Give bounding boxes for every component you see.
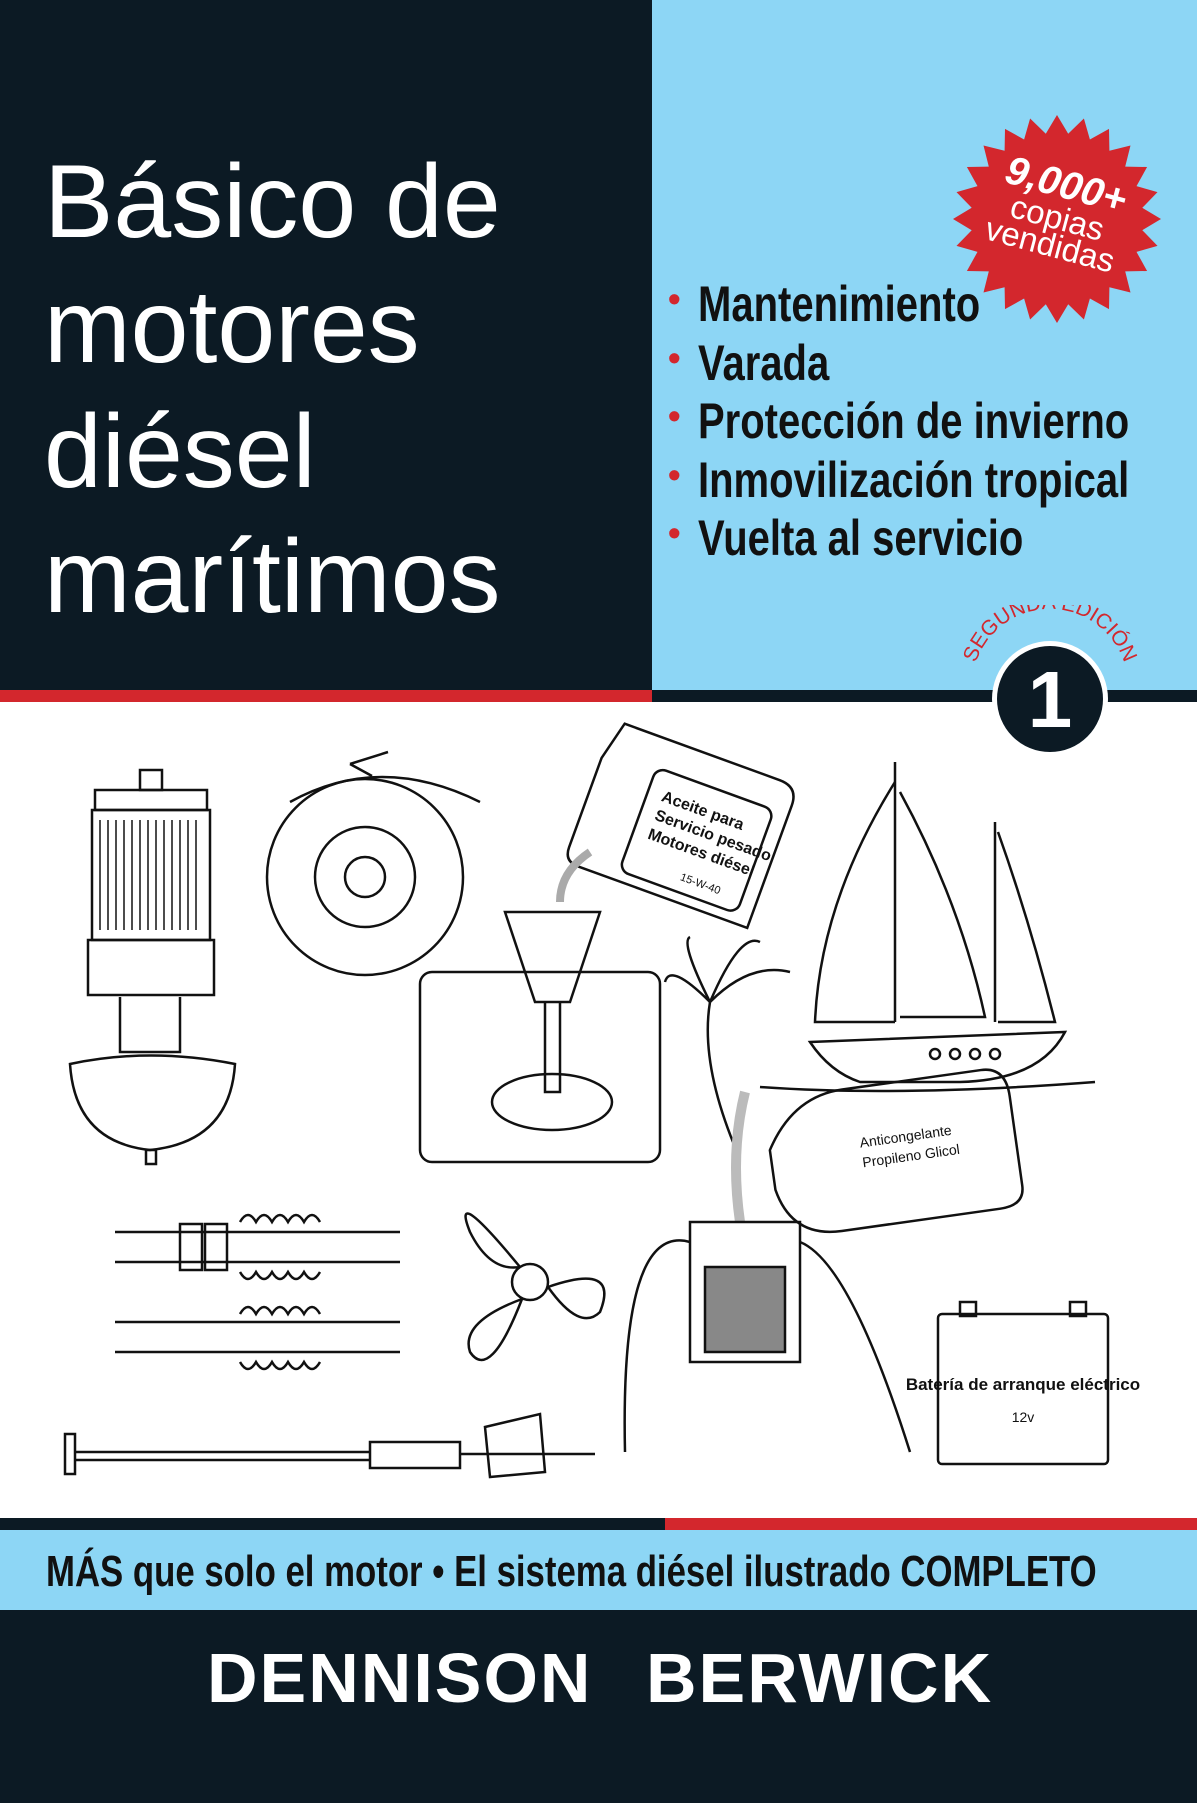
starburst-icon: [953, 115, 1161, 323]
palm-tree-icon: [663, 935, 791, 1148]
feature-label: Inmovilización tropical: [698, 451, 1130, 508]
title-line: Básico de: [44, 144, 501, 260]
fuel-filter-icon: [68, 768, 237, 1166]
feature-label: Vuelta al servicio: [698, 510, 1024, 566]
title-line: diésel: [44, 394, 316, 510]
feature-item: •Mantenimiento: [668, 276, 981, 332]
shaft-seal-icon: [115, 1213, 400, 1371]
author-name: DENNISON: [207, 1639, 593, 1717]
battery-voltage: 12v: [1012, 1409, 1035, 1425]
funnel-icon: [418, 848, 662, 1164]
battery-icon: Batería de arranque eléctrico 12v: [906, 1300, 1140, 1466]
sailboat-icon: [759, 762, 1096, 1093]
book-title: Básico de motores diésel marítimos: [44, 140, 501, 640]
title-panel: [0, 0, 652, 690]
title-line: motores: [44, 269, 420, 385]
battery-label: Batería de arranque eléctrico: [906, 1375, 1140, 1394]
tagline: MÁS que solo el motor • El sistema diése…: [46, 1547, 1097, 1596]
features-panel: [652, 0, 1197, 690]
illustrations: Aceite para Servicio pesado Motores diés…: [63, 722, 1140, 1479]
divider-stripe: [665, 1518, 1197, 1530]
title-line: marítimos: [44, 519, 501, 635]
edition-badge: SEGUNDA EDICIÓN 1: [960, 605, 1140, 757]
sales-badge: 9,000+ copias vendidas: [953, 115, 1161, 323]
oil-grade: 15-W-40: [679, 871, 723, 897]
divider-stripe: [0, 690, 652, 702]
feature-item: •Varada: [668, 334, 830, 391]
author-band: [0, 1610, 1197, 1803]
tagline-band: [0, 1530, 1197, 1610]
feature-label: Protección de invierno: [698, 393, 1130, 449]
divider-stripe: [0, 1518, 665, 1530]
feature-list: •Mantenimiento •Varada •Protección de in…: [668, 275, 1197, 568]
feature-item: •Protección de invierno: [668, 393, 1130, 449]
propeller-icon: [464, 1212, 606, 1362]
feature-label: Mantenimiento: [698, 276, 981, 332]
feature-label: Varada: [698, 334, 830, 391]
antifreeze-bottle-icon: Anticongelante Propileno Glicol: [768, 1068, 1024, 1234]
feature-item: •Vuelta al servicio: [668, 510, 1024, 566]
oil-jug-icon: Aceite para Servicio pesado Motores diés…: [566, 722, 795, 930]
volume-number: 1: [1028, 655, 1073, 744]
author-name: BERWICK: [646, 1639, 994, 1717]
strainer-icon: [623, 1090, 912, 1453]
feature-item: •Inmovilización tropical: [668, 451, 1130, 508]
impeller-icon: [265, 750, 481, 977]
control-cable-icon: [63, 1412, 595, 1479]
